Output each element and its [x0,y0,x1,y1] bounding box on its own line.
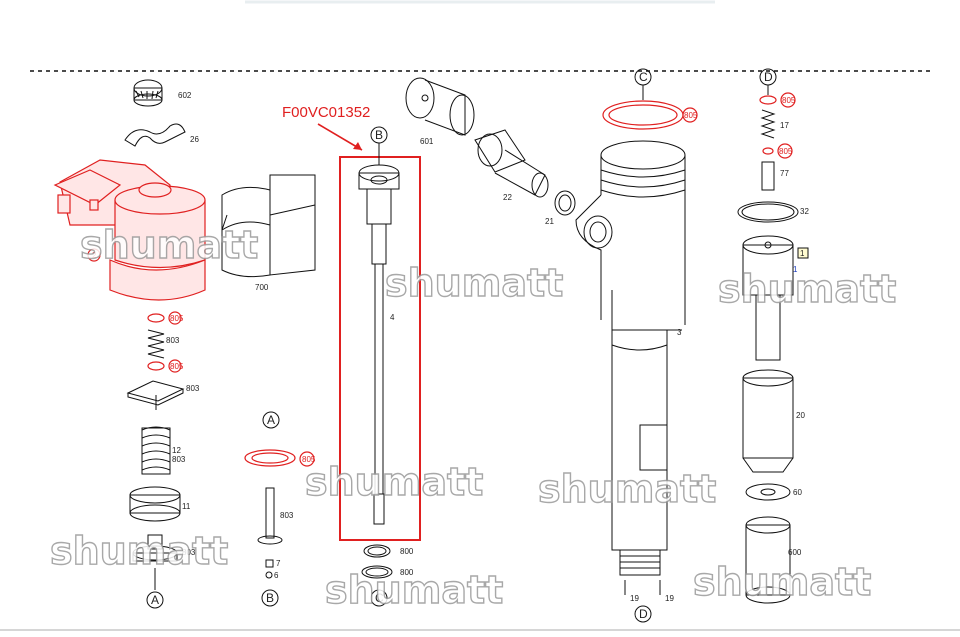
label-21: 21 [545,217,554,226]
solenoid-assembly: 602 26 2 805 803 805 803 12 803 [53,79,206,609]
watermark-3: shumatt [718,267,896,311]
label-805-b: 805 [170,362,184,371]
label-3: 3 [677,328,682,337]
watermark-4: shumatt [305,460,483,504]
callout-d-bottom: D [639,607,648,621]
label-601: 601 [420,137,434,146]
watermarks: shumatt shumatt shumatt shumatt shumatt … [49,222,897,612]
nozzle-parts: D 805 17 805 77 32 1 1 20 60 6 [737,68,809,604]
callout-a-top: A [267,413,275,427]
watermark-5: shumatt [538,467,716,511]
label-19-a: 19 [630,594,639,603]
watermark-8: shumatt [693,560,871,604]
watermark-7: shumatt [325,568,503,612]
part-number-label: F00VC01352 [282,104,370,121]
injector-body: C 805 3 19 19 D [575,68,698,623]
callout-a-bottom-left: A [151,593,159,607]
label-805-a: 805 [170,314,184,323]
label-60: 60 [793,488,802,497]
inlet-parts: 601 22 21 [405,77,576,226]
label-17: 17 [780,121,789,130]
sleeve-700: 700 [221,174,316,292]
label-803-c: 803 [172,455,186,464]
label-11: 11 [182,502,191,511]
label-12: 12 [172,446,181,455]
label-600: 600 [788,548,802,557]
label-77: 77 [780,169,789,178]
label-803-a: 803 [166,336,180,345]
watermark-6: shumatt [50,529,228,573]
label-803-e: 803 [280,511,294,520]
label-22: 22 [503,193,512,202]
label-1-box: 1 [800,249,805,258]
label-1: 1 [793,265,798,274]
label-805-d: 805 [684,111,698,120]
label-602: 602 [178,91,192,100]
callout-c-top: C [639,70,648,84]
watermark-1: shumatt [80,223,258,267]
label-800-a: 800 [400,547,414,556]
a-column-shaft: A 805 803 7 6 B [244,411,316,607]
label-800-b: 800 [400,568,414,577]
label-805-f: 805 [779,147,793,156]
watermark-2: shumatt [385,261,563,305]
callout-b-top: B [375,128,383,142]
label-7: 7 [276,559,281,568]
label-6: 6 [274,571,279,580]
highlight-box [339,156,421,541]
label-19-b: 19 [665,594,674,603]
label-2: 2 [92,251,97,260]
label-805-c: 805 [302,455,316,464]
callout-b-bottom: B [266,591,274,605]
label-700: 700 [255,283,269,292]
callout-d-top: D [764,70,773,84]
label-803-d: 803 [182,548,196,557]
control-valve-highlight: F00VC01352 B 4 800 800 C [282,104,421,607]
label-26: 26 [190,135,199,144]
label-803-b: 803 [186,384,200,393]
label-32: 32 [800,207,809,216]
label-805-e: 805 [782,96,796,105]
label-20: 20 [796,411,805,420]
label-4: 4 [390,313,395,322]
callout-c-bottom: C [375,591,384,605]
